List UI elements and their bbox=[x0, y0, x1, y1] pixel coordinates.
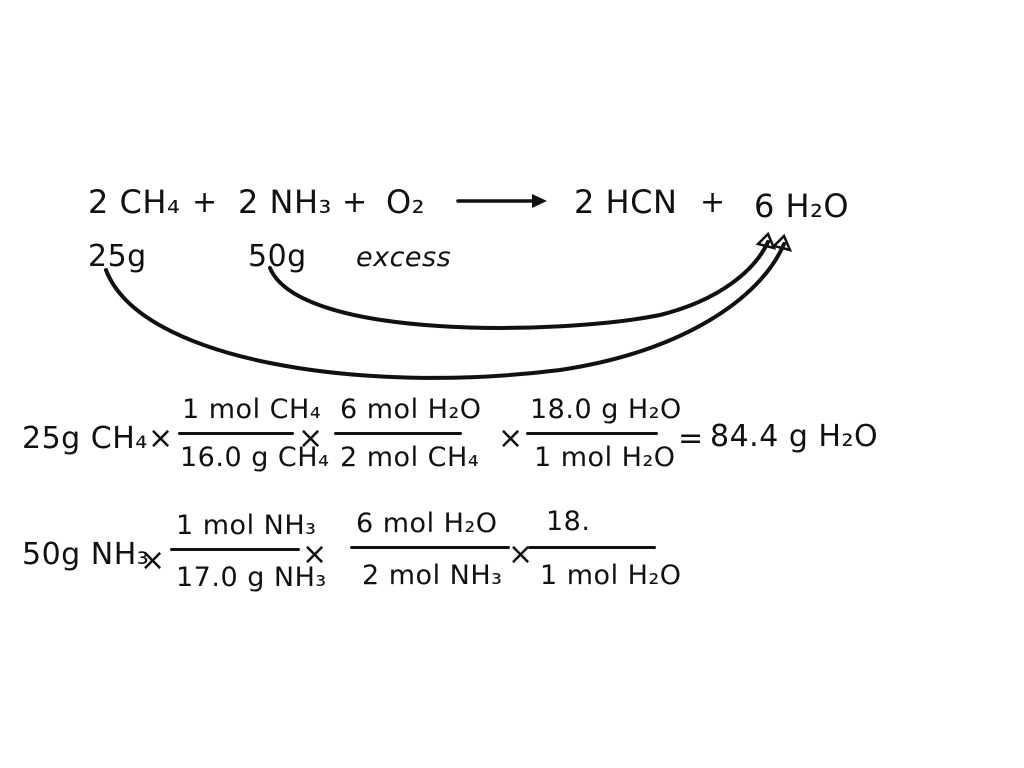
times-sign: × bbox=[508, 537, 534, 572]
calc1-result: 84.4 g H₂O bbox=[710, 419, 879, 454]
equals-sign: = bbox=[678, 421, 704, 456]
amount-o2: excess bbox=[356, 242, 452, 273]
curve-arrow-ch4 bbox=[104, 242, 786, 380]
amount-nh3: 50g bbox=[248, 239, 307, 274]
calc1-start: 25g CH₄ bbox=[22, 421, 148, 456]
calc1-f1-denominator: 16.0 g CH₄ bbox=[180, 442, 330, 473]
calc2-f1-numerator: 1 mol NH₃ bbox=[176, 510, 317, 541]
times-sign: × bbox=[148, 421, 174, 456]
times-sign: × bbox=[140, 543, 166, 578]
calc1-f2-numerator: 6 mol H₂O bbox=[340, 394, 482, 425]
curve-arrow-nh3 bbox=[268, 240, 770, 330]
product-h2o: 6 H₂O bbox=[754, 187, 850, 225]
calc2-f3-denominator: 1 mol H₂O bbox=[540, 560, 682, 591]
reactant-o2: O₂ bbox=[386, 183, 426, 221]
plus-sign: + bbox=[192, 185, 218, 220]
fraction-bar bbox=[528, 546, 656, 549]
fraction-bar bbox=[350, 546, 510, 549]
calc2-f1-denominator: 17.0 g NH₃ bbox=[176, 562, 327, 593]
calc1-f1-numerator: 1 mol CH₄ bbox=[182, 394, 322, 425]
calc1-f2-denominator: 2 mol CH₄ bbox=[340, 442, 480, 473]
fraction-bar bbox=[170, 548, 300, 551]
calc2-f2-denominator: 2 mol NH₃ bbox=[362, 560, 503, 591]
amount-ch4: 25g bbox=[88, 239, 147, 274]
reactant-nh3: 2 NH₃ bbox=[238, 183, 332, 221]
calc2-start: 50g NH₃ bbox=[22, 537, 150, 572]
times-sign: × bbox=[298, 421, 324, 456]
times-sign: × bbox=[302, 537, 328, 572]
plus-sign: + bbox=[700, 185, 726, 220]
calc1-f3-denominator: 1 mol H₂O bbox=[534, 442, 676, 473]
calc2-f3-numerator: 18. bbox=[546, 506, 591, 537]
fraction-bar bbox=[178, 432, 294, 435]
calc1-f3-numerator: 18.0 g H₂O bbox=[530, 394, 682, 425]
arrowhead-icon bbox=[755, 231, 777, 250]
arrowhead-icon bbox=[771, 233, 793, 252]
calc2-f2-numerator: 6 mol H₂O bbox=[356, 508, 498, 539]
fraction-bar bbox=[334, 432, 462, 435]
arrowhead-icon bbox=[532, 194, 547, 208]
times-sign: × bbox=[498, 421, 524, 456]
reactant-ch4: 2 CH₄ bbox=[88, 183, 181, 221]
plus-sign: + bbox=[342, 185, 368, 220]
product-hcn: 2 HCN bbox=[574, 183, 678, 221]
fraction-bar bbox=[526, 432, 658, 435]
